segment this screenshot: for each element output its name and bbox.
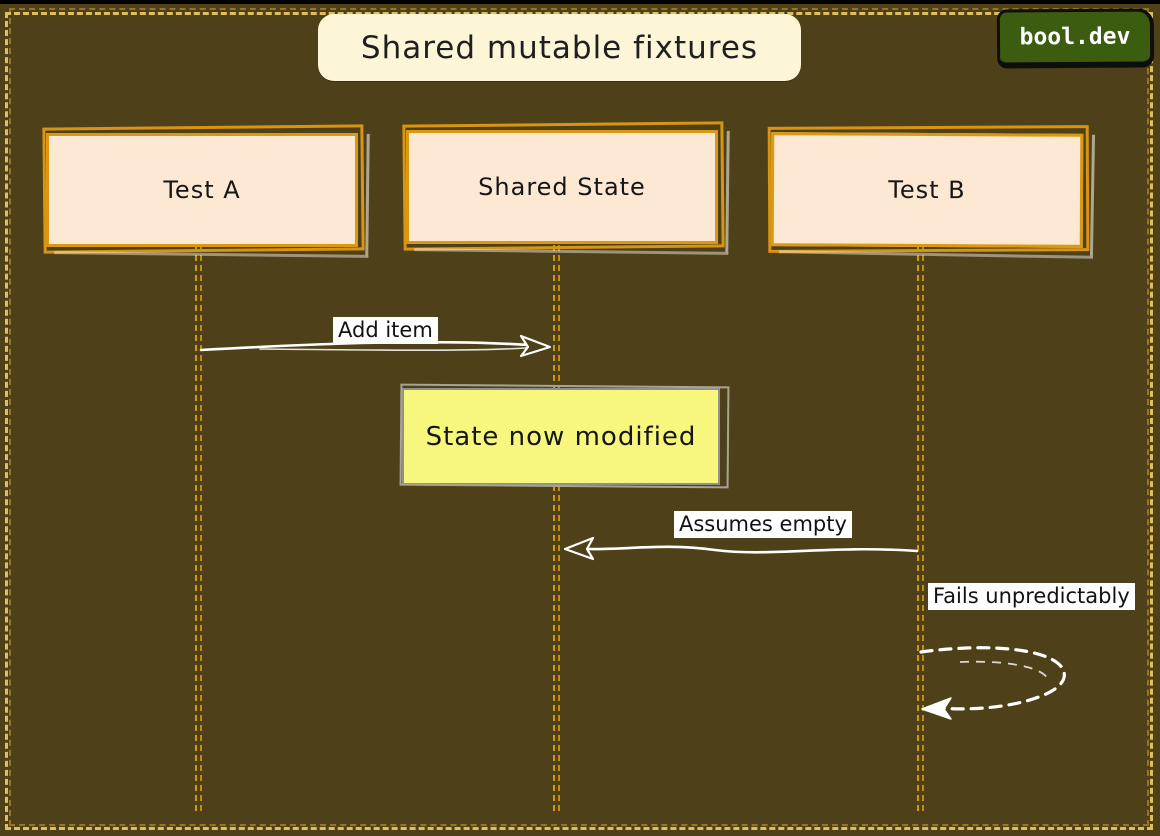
diagram-canvas: Shared mutable fixtures bool.dev Test A … [0,4,1160,836]
site-badge: bool.dev [996,8,1155,69]
site-badge-text: bool.dev [1019,23,1131,51]
message-label-assumes-empty: Assumes empty [674,511,852,538]
actor-test-b: Test B [770,132,1084,248]
note-state-modified-text: State now modified [425,421,697,452]
actor-test-a-label: Test A [163,176,241,204]
lifeline-test-a [195,245,202,811]
actor-test-b-label: Test B [888,175,966,205]
diagram-title-text: Shared mutable fixtures [360,29,759,66]
message-label-fails-unpredictably-text: Fails unpredictably [933,584,1130,608]
note-state-modified: State now modified [402,388,720,485]
message-label-add-item-text: Add item [338,318,433,342]
arrow-fails-self-loop [919,646,1066,720]
actor-shared-state: Shared State [406,130,718,244]
actor-shared-state-label: Shared State [478,173,646,201]
actor-test-a: Test A [46,133,358,247]
diagram-title: Shared mutable fixtures [318,14,801,81]
message-label-fails-unpredictably: Fails unpredictably [928,583,1135,610]
lifeline-shared-state [553,245,560,811]
message-label-add-item: Add item [333,317,438,344]
arrow-assumes-empty [563,536,919,561]
message-label-assumes-empty-text: Assumes empty [679,512,847,536]
lifeline-test-b [917,245,924,811]
